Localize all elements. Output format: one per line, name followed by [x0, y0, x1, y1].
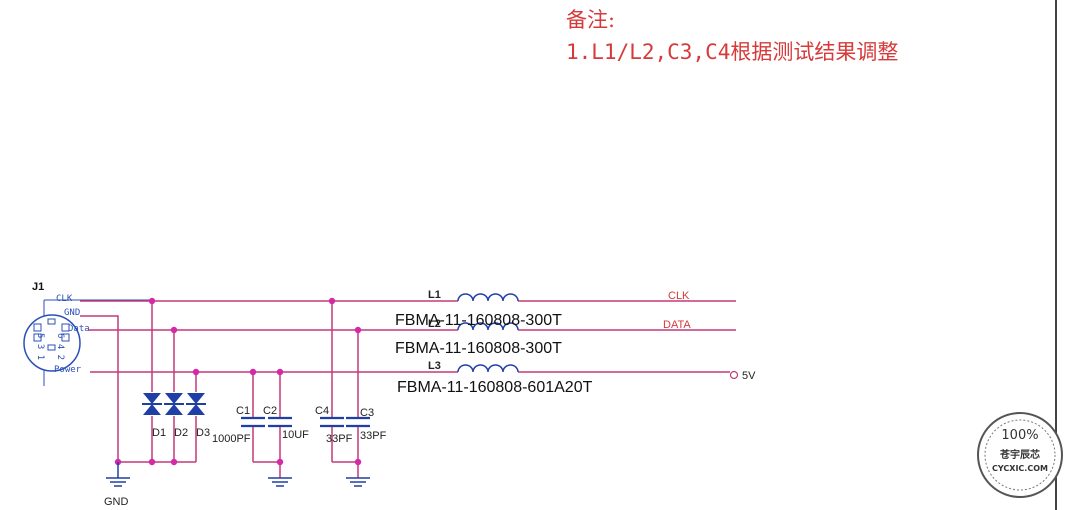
stamp-name: 苍宇辰芯 [999, 448, 1040, 461]
pin-label-clk: CLK [56, 294, 73, 304]
capacitor-value-c1: 1000PF [212, 433, 251, 445]
stamp-site: CYCXIC.COM [992, 464, 1048, 473]
tvs-diode-array [142, 393, 206, 415]
watermark-stamp: 100% 苍宇辰芯 CYCXIC.COM [977, 412, 1063, 498]
diode-ref-d1: D1 [152, 427, 166, 439]
mini-din-connector-symbol [23, 299, 150, 386]
sheet-border-line [1055, 0, 1057, 510]
pin-label-data: Data [68, 324, 90, 334]
power-terminal [729, 370, 739, 380]
connector-ref-label: J1 [32, 281, 44, 293]
inductor-ref-l2: L2 [428, 318, 441, 330]
pin-numbers-a: 5 3 1 [35, 333, 45, 360]
inductor-coils [457, 293, 519, 373]
capacitor-ref-c1: C1 [236, 405, 250, 417]
capacitor-value-c3: 33PF [360, 430, 387, 442]
inductor-part-l1: FBMA-11-160808-300T [395, 312, 562, 329]
capacitor-ref-c4: C4 [315, 405, 329, 417]
ground-label: GND [104, 496, 129, 508]
note-text: 1.L1/L2,C3,C4根据测试结果调整 [566, 40, 899, 64]
pin-label-gnd: GND [64, 308, 80, 318]
capacitor-value-c4: 33PF [326, 433, 353, 445]
net-label-clk: CLK [668, 290, 690, 302]
junction-dots [114, 297, 362, 466]
stamp-percent: 100% [1001, 428, 1038, 443]
diode-ref-d3: D3 [196, 427, 210, 439]
inductor-ref-l3: L3 [428, 360, 441, 372]
net-label-data: DATA [663, 319, 691, 331]
capacitor-ref-c3: C3 [360, 407, 374, 419]
note-title: 备注: [566, 8, 616, 32]
capacitor-value-c2: 10UF [282, 429, 309, 441]
pin-label-power: Power [54, 365, 82, 375]
inductor-part-l3: FBMA-11-160808-601A20T [397, 379, 593, 396]
net-wires [80, 300, 736, 478]
capacitor-ref-c2: C2 [263, 405, 277, 417]
inductor-ref-l1: L1 [428, 289, 441, 301]
pin-numbers-b: 6 4 2 [55, 333, 65, 360]
inductor-part-l2: FBMA-11-160808-300T [395, 340, 562, 357]
diode-ref-d2: D2 [174, 427, 188, 439]
capacitor-plates [241, 416, 370, 428]
net-label-5v: 5V [742, 370, 756, 382]
ground-symbols [106, 462, 370, 487]
